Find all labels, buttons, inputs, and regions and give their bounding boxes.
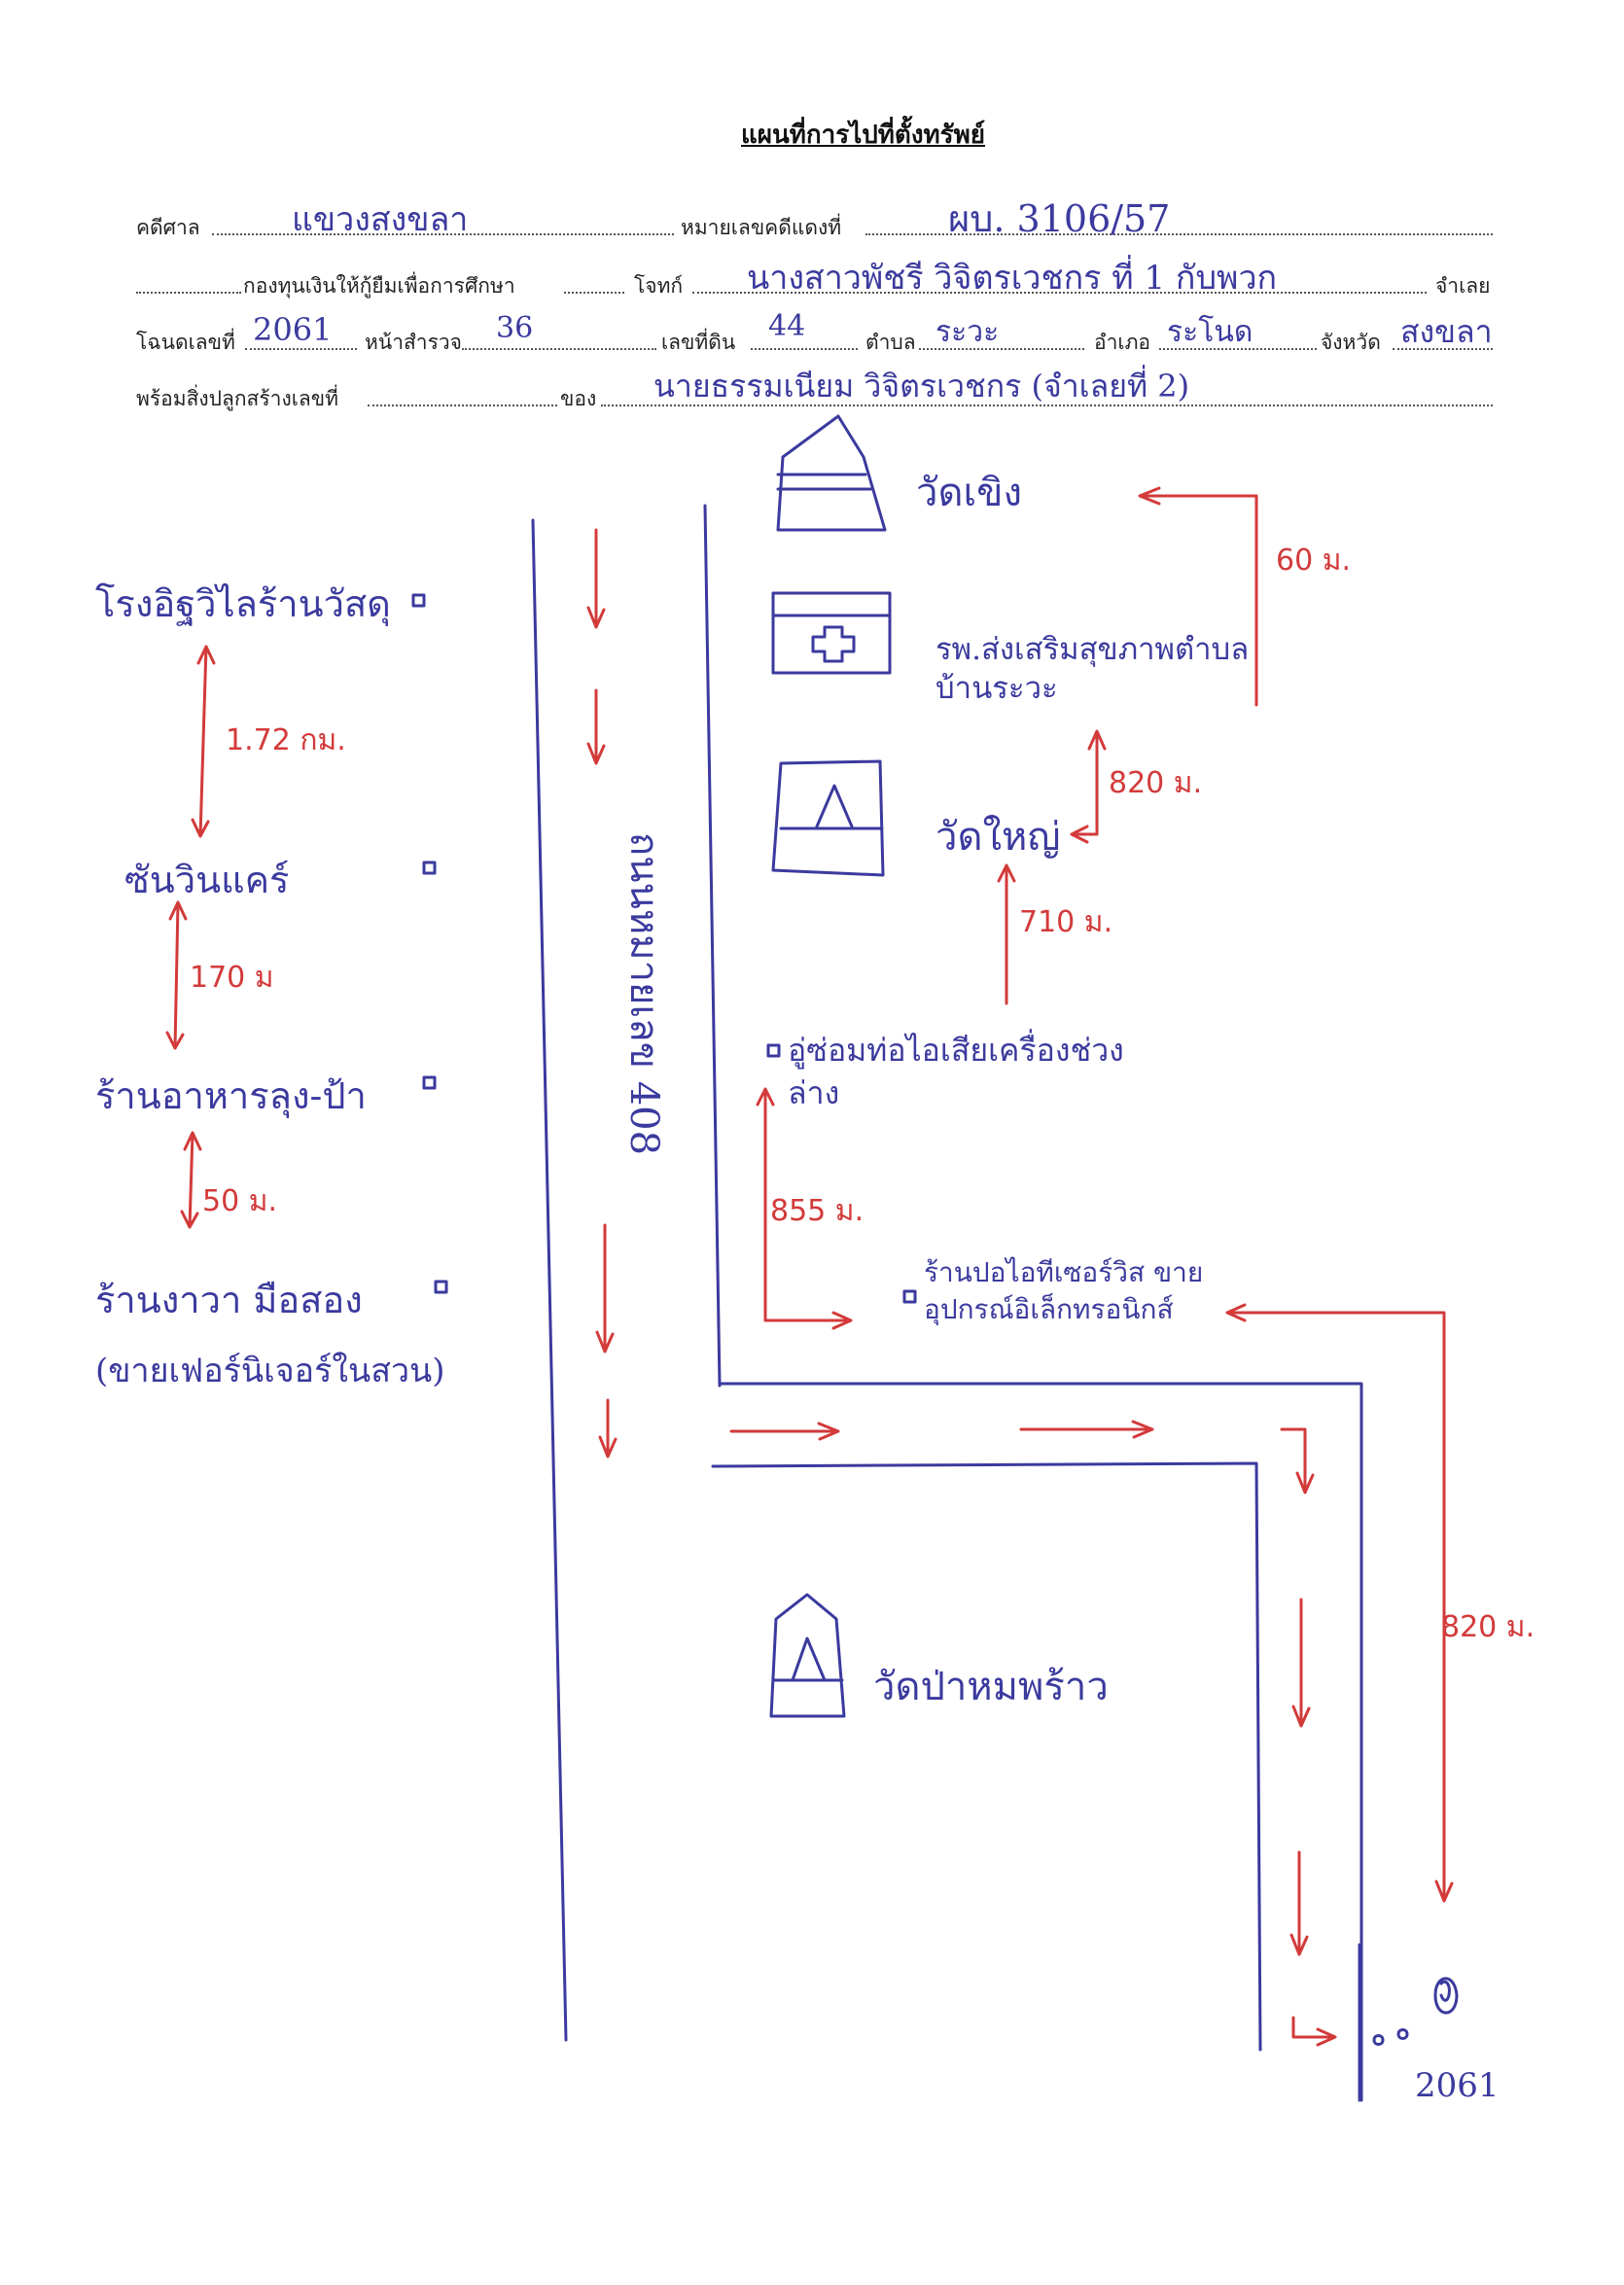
owner-value: นายธรรมเนียม วิจิตรเวชกร (จำเลยที่ 2) [653, 368, 1190, 404]
road-408-right-edge [703, 504, 722, 1388]
dotted-line [751, 348, 858, 350]
furniture-shop-sub-label: (ขายเฟอร์นิเจอร์ในสวน) [95, 1352, 445, 1390]
dotted-line [564, 292, 624, 294]
wat-choeng-icon [776, 414, 887, 532]
deed-value: 2061 [253, 311, 333, 348]
red-case-label: หมายเลขคดีแดงที่ [681, 216, 842, 239]
distance-855m-label: 855 ม. [770, 1194, 865, 1228]
dotted-line [1159, 348, 1317, 350]
distance-820m-right-bracket [1225, 1303, 1454, 1903]
distance-50m-bracket [180, 1131, 202, 1229]
distance-170m-bracket [165, 900, 188, 1050]
land-no-label: เลขที่ดิน [661, 331, 736, 354]
plaintiff-value: นางสาวพัชรี วิจิตรเวชกร ที่ 1 กับพวก [747, 259, 1278, 298]
car-care-marker [422, 861, 437, 875]
deed-label: โฉนดเลขที่ [136, 331, 235, 354]
road-arrow-icon [1289, 1850, 1309, 1956]
district-value: ระโนด [1167, 315, 1253, 349]
road-arrow-icon [1280, 1427, 1315, 1494]
car-care-label: ซันวินแคร์ [124, 859, 290, 901]
distance-710m-label: 710 ม. [1019, 905, 1113, 939]
distance-170m-label: 170 ม [190, 961, 274, 995]
target-dots [1372, 2028, 1409, 2046]
wat-choeng-label: วัดเขิง [916, 471, 1022, 515]
dotted-line [865, 233, 1493, 235]
fund-label: กองทุนเงินให้กู้ยืมเพื่อการศึกษา [243, 274, 515, 298]
road-408-left-edge [531, 518, 568, 2042]
dotted-line [368, 404, 557, 406]
distance-820m-label: 820 ม. [1109, 766, 1203, 800]
dotted-line [462, 348, 656, 350]
furniture-shop-label: ร้านงาวา มือสอง [95, 1279, 363, 1321]
wat-pa-maphrao-icon [769, 1593, 846, 1718]
side-road-inner-block [711, 1461, 1262, 2052]
defendant-label: จำเลย [1435, 274, 1491, 298]
road-label: ถนนหมายเลข 408 [621, 831, 666, 1156]
distance-50m-label: 50 ม. [202, 1184, 278, 1218]
building-label: พร้อมสิ่งปลูกสร้างเลขที่ [136, 387, 338, 410]
distance-855m-bracket [756, 1087, 853, 1330]
wat-yai-icon [771, 759, 885, 877]
road-arrow-icon [595, 1223, 615, 1353]
land-no-value: 44 [768, 309, 806, 343]
road-arrow-icon [1019, 1420, 1154, 1439]
electronics-shop-label: ร้านปอไอทีเซอร์วิส ขายอุปกรณ์อิเล็กทรอนิ… [924, 1256, 1204, 1325]
survey-page-value: 36 [496, 311, 534, 345]
court-value: แขวงสงขลา [292, 200, 469, 239]
restaurant-marker [422, 1075, 437, 1090]
road-arrow-icon [586, 688, 606, 765]
dotted-line [692, 292, 1427, 294]
distance-172km-bracket [191, 645, 216, 838]
dotted-line [1393, 348, 1493, 350]
restaurant-label: ร้านอาหารลุง-ป้า [95, 1074, 367, 1117]
subdistrict-value: ระวะ [936, 315, 1000, 349]
province-label: จังหวัด [1321, 331, 1381, 354]
target-property-marker-icon [1433, 1977, 1459, 2015]
material-shop-label: โรงอิฐวิไลร้านวัสดุ [95, 582, 391, 625]
hospital-icon [771, 591, 892, 675]
wat-yai-label: วัดใหญ่ [936, 815, 1061, 860]
dotted-line [245, 348, 357, 350]
electronics-shop-marker [902, 1289, 917, 1304]
dotted-line [212, 233, 674, 235]
dotted-line [136, 292, 241, 294]
target-property-label: 2061 [1415, 2066, 1500, 2105]
road-arrow-icon [1291, 1598, 1311, 1728]
furniture-shop-marker [434, 1280, 448, 1294]
survey-page-label: หน้าสำรวจ [365, 331, 462, 354]
road-arrow-icon [586, 528, 606, 629]
distance-60m-bracket [1138, 486, 1258, 707]
distance-820m-bracket [1070, 729, 1107, 844]
subdistrict-label: ตำบล [865, 331, 916, 354]
distance-172km-label: 1.72 กม. [226, 723, 346, 757]
document-title: แผนที่การไปที่ตั้งทรัพย์ [741, 121, 985, 150]
owner-label: ของ [560, 387, 597, 410]
province-value: สงขลา [1400, 313, 1493, 350]
distance-60m-label: 60 ม. [1276, 544, 1352, 578]
repair-shop-label: อู่ซ่อมท่อไอเสียเครื่องช่วงล่าง [788, 1032, 1124, 1111]
road-arrow-icon [1291, 2016, 1337, 2047]
repair-shop-marker [766, 1043, 781, 1058]
district-label: อำเภอ [1094, 331, 1151, 354]
road-arrow-icon [598, 1398, 618, 1459]
distance-820m-right-label: 820 ม. [1441, 1610, 1536, 1644]
red-case-value: ผบ. 3106/57 [948, 197, 1171, 240]
plaintiff-label: โจทก์ [634, 274, 684, 298]
wat-pa-maphrao-label: วัดป่าหมพร้าว [873, 1665, 1109, 1709]
dotted-line [919, 348, 1084, 350]
court-label: คดีศาล [136, 216, 200, 239]
distance-710m-bracket [997, 863, 1016, 1005]
side-road-top-edge [718, 1382, 1363, 2102]
road-arrow-icon [729, 1422, 840, 1441]
dotted-line [601, 404, 1493, 406]
material-shop-marker [411, 593, 426, 608]
hospital-label: รพ.ส่งเสริมสุขภาพตำบลบ้านระวะ [936, 632, 1250, 706]
